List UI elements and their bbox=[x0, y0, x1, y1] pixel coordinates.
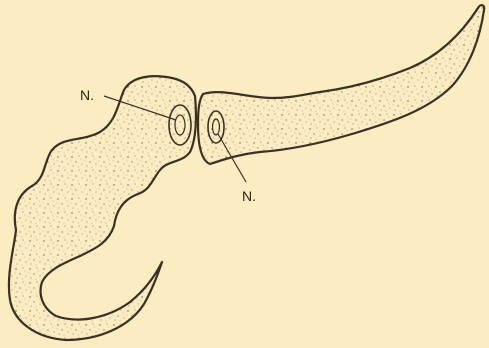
right-nucleus-label: N. bbox=[242, 188, 256, 204]
right-organism-body bbox=[198, 5, 484, 164]
left-nucleus-label: N. bbox=[80, 87, 94, 103]
left-organism-body bbox=[9, 76, 196, 340]
